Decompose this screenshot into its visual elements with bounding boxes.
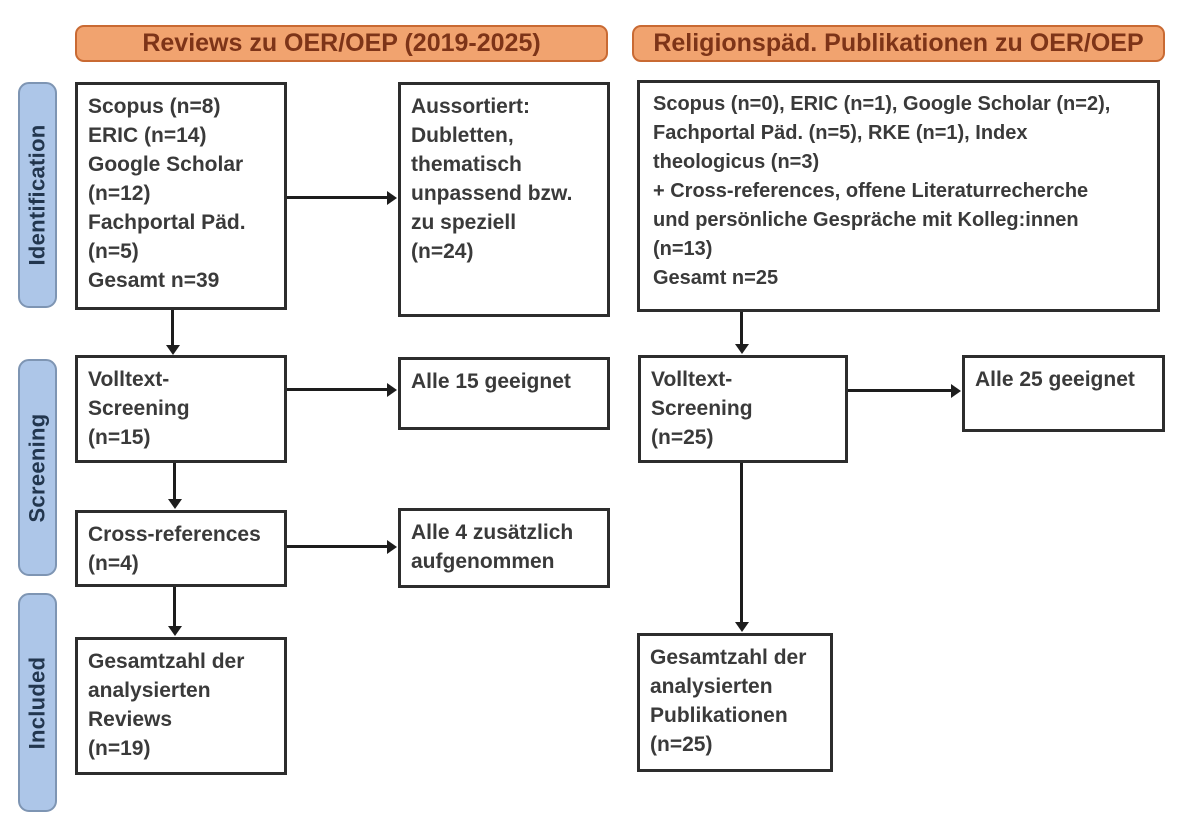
arrow-left-screening-to-result	[287, 382, 397, 397]
left-crossref-box: Cross-references (n=4)	[75, 510, 287, 587]
left-identification-box: Scopus (n=8) ERIC (n=14) Google Scholar …	[75, 82, 287, 310]
arrow-left-crossref-to-result	[287, 539, 397, 554]
left-screening-box: Volltext- Screening (n=15)	[75, 355, 287, 463]
right-screening-box: Volltext- Screening (n=25)	[638, 355, 848, 463]
arrow-left-identification-to-screening	[165, 310, 180, 355]
left-screening-result-box: Alle 15 geeignet	[398, 357, 610, 430]
stage-label-included: Included	[18, 593, 57, 812]
right-identification-box: Scopus (n=0), ERIC (n=1), Google Scholar…	[637, 80, 1160, 312]
stage-label-identification-text: Identification	[24, 124, 50, 266]
arrow-right-identification-to-screening	[734, 312, 749, 354]
stage-label-included-text: Included	[24, 656, 50, 749]
left-excluded-box: Aussortiert: Dubletten, thematisch unpas…	[398, 82, 610, 317]
arrow-left-crossref-to-included	[167, 587, 182, 636]
stage-label-screening: Screening	[18, 359, 57, 576]
header-religionspaed-column: Religionspäd. Publikationen zu OER/OEP	[632, 25, 1165, 62]
arrow-right-screening-to-result	[848, 383, 961, 398]
right-screening-result-box: Alle 25 geeignet	[962, 355, 1165, 432]
stage-label-identification: Identification	[18, 82, 57, 308]
right-included-box: Gesamtzahl der analysierten Publikatione…	[637, 633, 833, 772]
arrow-right-screening-to-included	[734, 463, 749, 632]
arrow-left-identification-to-excluded	[287, 190, 397, 205]
stage-label-screening-text: Screening	[24, 412, 50, 523]
left-included-box: Gesamtzahl der analysierten Reviews (n=1…	[75, 637, 287, 775]
left-crossref-result-box: Alle 4 zusätzlich aufgenommen	[398, 508, 610, 588]
arrow-left-screening-to-crossref	[167, 463, 182, 509]
header-reviews-column: Reviews zu OER/OEP (2019-2025)	[75, 25, 608, 62]
